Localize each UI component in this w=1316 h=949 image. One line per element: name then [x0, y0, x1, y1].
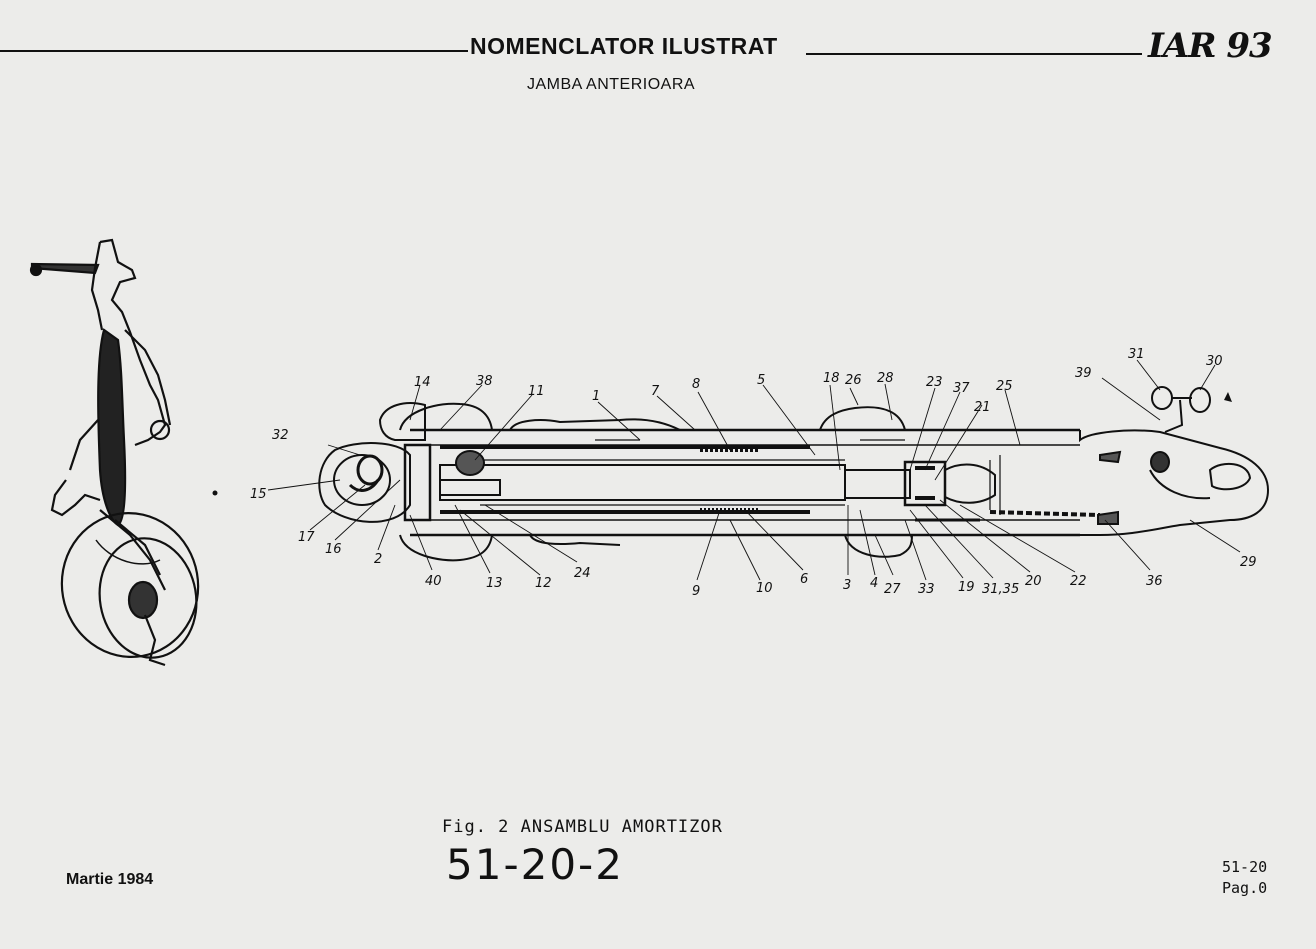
callout-37: 37: [953, 381, 970, 396]
callout-7: 7: [651, 384, 660, 399]
callout-40: 40: [425, 574, 442, 589]
callout-19: 19: [958, 580, 975, 595]
callout-10: 10: [756, 581, 773, 596]
callout-31: 31: [1128, 347, 1145, 362]
callout-38: 38: [476, 374, 493, 389]
callout-31-35: 31,35: [982, 582, 1019, 597]
callout-16: 16: [325, 542, 342, 557]
callout-18: 18: [823, 371, 840, 386]
document-title: NOMENCLATOR ILUSTRAT: [470, 33, 778, 59]
chapter-reference: 51-20: [1222, 858, 1268, 876]
issue-date: Martie 1984: [66, 871, 154, 888]
shock-absorber-assembly: [318, 386, 1270, 562]
callout-32: 32: [272, 428, 289, 443]
callout-6: 6: [800, 572, 808, 587]
callout-36: 36: [1146, 574, 1163, 589]
callout-9: 9: [692, 584, 700, 599]
callout-21: 21: [974, 400, 991, 415]
callout-23: 23: [926, 375, 943, 390]
figure-caption: Fig. 2 ANSAMBLU AMORTIZOR: [442, 817, 723, 837]
callout-14: 14: [414, 375, 431, 390]
callout-33: 33: [918, 582, 935, 597]
aircraft-logo: IAR 93: [1148, 26, 1273, 66]
callout-labels: 1 2 3 4 5 6 7 8 9 10 11 12 13 14 15 16 1…: [250, 347, 1257, 599]
callout-12: 12: [535, 576, 552, 591]
callout-11: 11: [528, 384, 545, 399]
callout-4: 4: [870, 576, 878, 591]
callout-39: 39: [1075, 366, 1092, 381]
page-number: Pag.0: [1222, 879, 1268, 897]
callout-27: 27: [884, 582, 901, 597]
callout-3: 3: [843, 578, 851, 593]
arrow-mark: [1224, 392, 1232, 402]
header-rule-left: [0, 50, 468, 52]
header-rule-right: [806, 53, 1142, 55]
callout-1: 1: [592, 389, 600, 404]
callout-28: 28: [877, 371, 894, 386]
callout-17: 17: [298, 530, 315, 545]
callout-24: 24: [574, 566, 591, 581]
callout-30: 30: [1206, 354, 1223, 369]
callout-20: 20: [1025, 574, 1042, 589]
callout-2: 2: [374, 552, 382, 567]
figure-number: 51-20-2: [446, 840, 624, 889]
callout-26: 26: [845, 373, 862, 388]
section-subtitle: JAMBA ANTERIOARA: [527, 76, 696, 93]
callout-29: 29: [1240, 555, 1257, 570]
callout-22: 22: [1070, 574, 1087, 589]
callout-25: 25: [996, 379, 1013, 394]
dot-mark: [212, 490, 218, 496]
landing-gear-overview: [29, 238, 200, 667]
callout-leaders: [267, 359, 1241, 581]
callout-8: 8: [692, 377, 700, 392]
callout-13: 13: [486, 576, 503, 591]
callout-15: 15: [250, 487, 267, 502]
callout-5: 5: [757, 373, 765, 388]
